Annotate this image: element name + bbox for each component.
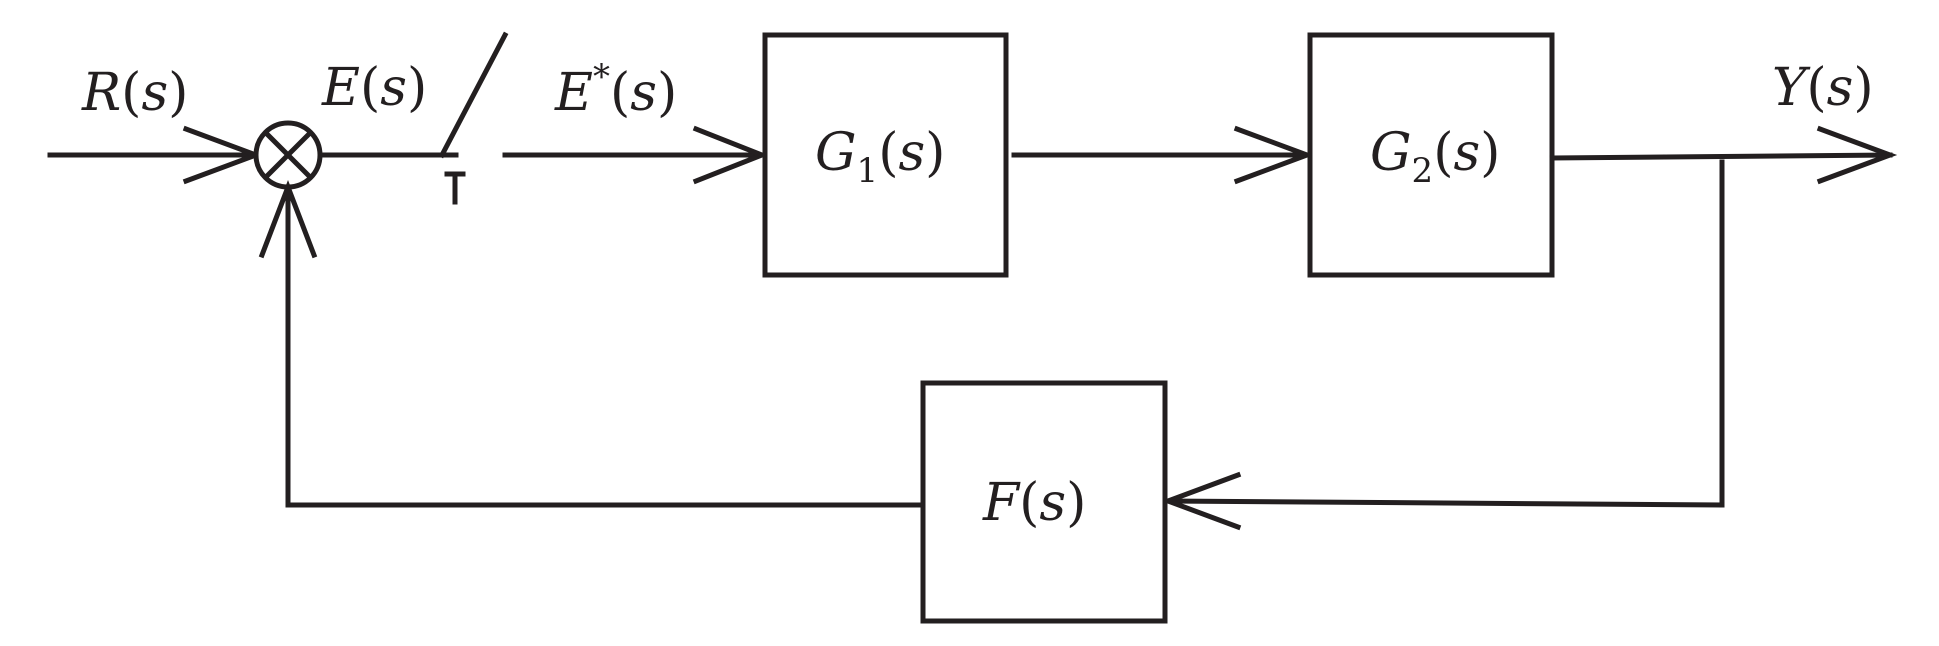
reference-signal-label: R(s) — [81, 63, 188, 123]
f-block — [920, 380, 1168, 624]
g1-block — [762, 32, 1009, 278]
f-block-label: F(s) — [982, 473, 1086, 533]
g2-block — [1307, 32, 1555, 278]
f-input-arrowhead — [1160, 471, 1242, 531]
output-line — [1549, 152, 1893, 161]
output-arrowhead — [1816, 125, 1898, 185]
g1-block-label: G1(s) — [815, 123, 945, 191]
sampler-switch-icon — [438, 31, 509, 159]
output-signal-label: Y(s) — [1772, 58, 1874, 118]
sampler-period-mark — [444, 171, 466, 205]
sampled-error-signal-label: E*(s) — [554, 57, 677, 123]
feedback-arrowhead — [258, 179, 318, 259]
feedback-to-f-line — [1165, 498, 1725, 508]
g1-input-arrowhead — [692, 125, 769, 185]
g2-block-label: G2(s) — [1370, 123, 1500, 191]
error-signal-label: E(s) — [321, 58, 427, 118]
g2-input-arrowhead — [1233, 125, 1315, 185]
summing-junction-icon — [253, 120, 323, 190]
